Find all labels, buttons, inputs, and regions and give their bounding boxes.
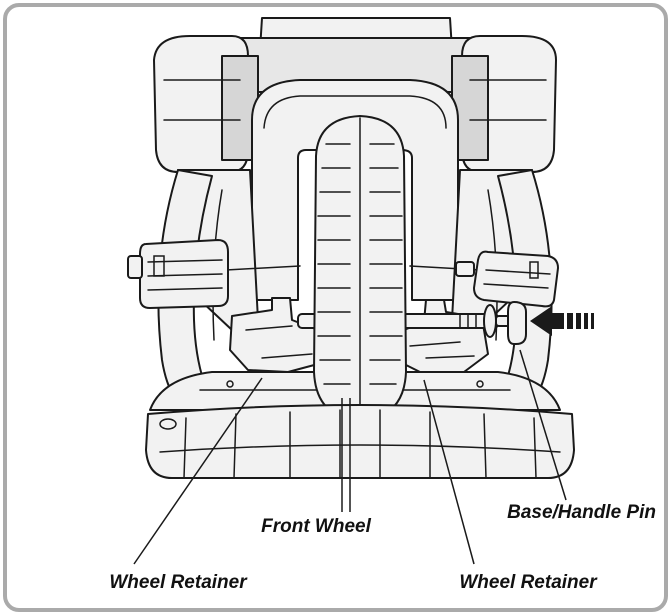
leader-wheel-retainer-left [133,377,263,565]
rear-wheel-left [153,35,259,173]
rear-wheel-right [451,35,557,173]
leader-wheel-retainer-right [423,379,475,565]
pin-handle [495,301,527,345]
front-bumper [145,404,575,479]
leader-lines [133,349,567,565]
pedal-left [127,239,301,309]
arrow-left-dashed-icon [530,306,594,336]
label-wheel-retainer-left: Wheel Retainer [109,572,248,593]
label-base-handle-pin: Base/Handle Pin [507,502,656,523]
seat-back [231,17,471,93]
handlebar-frame [251,79,459,301]
leader-base-handle-pin [519,349,567,501]
pedal-right [409,250,559,308]
front-wheel-part [313,115,407,421]
label-front-wheel: Front Wheel [261,516,371,537]
label-wheel-retainer-right: Wheel Retainer [459,572,598,593]
